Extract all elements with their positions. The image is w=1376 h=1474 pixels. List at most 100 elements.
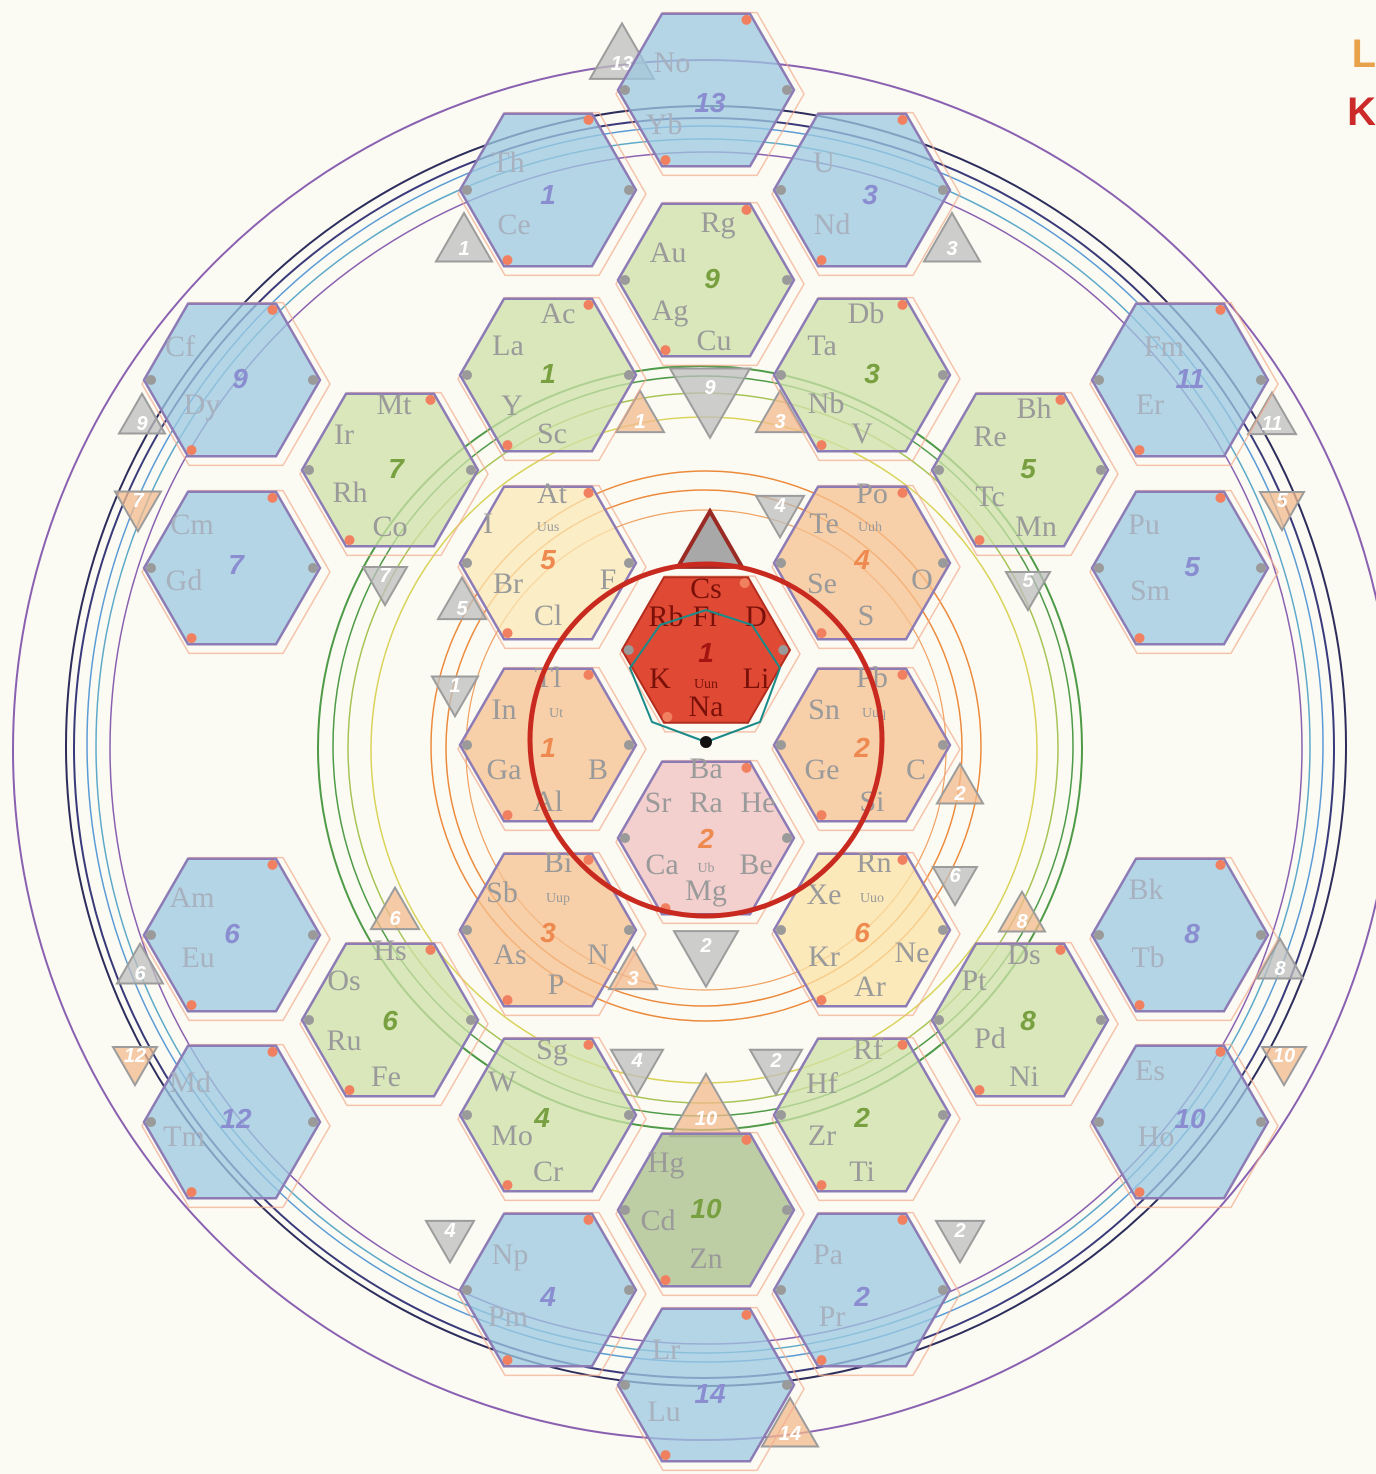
corner-dot (308, 563, 318, 573)
corner-dot (583, 1215, 593, 1225)
corner-dot (503, 1355, 513, 1365)
element-symbol: Zn (689, 1242, 722, 1275)
corner-dot (661, 1450, 671, 1460)
hexagon-number: 2 (853, 1281, 870, 1312)
hexagon-number: 2 (853, 1102, 870, 1133)
element-symbol: Ds (1007, 938, 1040, 971)
corner-dot (817, 995, 827, 1005)
element-symbol: No (654, 46, 691, 79)
marker-triangle-t4f: 4 (426, 1220, 474, 1262)
element-symbol: Tc (975, 480, 1005, 513)
hexagon-f13: NoYb13 (616, 13, 804, 176)
corner-dot (1094, 1117, 1104, 1127)
triangle-label: 6 (949, 865, 961, 887)
triangle-label: 5 (1022, 570, 1034, 592)
element-symbol: Bh (1016, 392, 1051, 425)
triangle-label: 4 (630, 1050, 642, 1072)
corner-dot (624, 558, 634, 568)
corner-dot (897, 300, 907, 310)
element-symbol: Fm (1144, 330, 1184, 363)
hexagon-number: 5 (1020, 453, 1036, 484)
legend-l-label: L (1352, 34, 1376, 74)
corner-dot (938, 1285, 948, 1295)
element-symbol: Re (973, 420, 1006, 453)
element-symbol: Ar (854, 970, 886, 1003)
corner-dot (466, 465, 476, 475)
element-symbol: Nd (814, 208, 851, 241)
corner-dot (776, 1110, 786, 1120)
element-symbol: Kr (808, 940, 840, 973)
corner-dot (782, 1380, 792, 1390)
corner-dot (778, 645, 788, 655)
corner-dot (1256, 930, 1266, 940)
element-symbol: Fr (693, 600, 720, 633)
hexagon-number: 10 (690, 1193, 722, 1224)
element-symbol: Y (501, 389, 523, 422)
corner-dot (1094, 375, 1104, 385)
hexagon-d1: AcLaYSc1 (458, 297, 646, 460)
triangle-label: 8 (1274, 958, 1286, 980)
corner-dot (187, 1000, 197, 1010)
element-symbol: Ce (497, 208, 530, 241)
element-symbol: Cf (165, 330, 195, 363)
corner-dot (267, 305, 277, 315)
hexagon-number: 3 (864, 358, 880, 389)
hexagon-number: 9 (232, 363, 248, 394)
corner-dot (620, 1205, 630, 1215)
corner-dot (267, 493, 277, 503)
element-symbol: La (492, 329, 524, 362)
hexagon-number: 8 (1184, 918, 1200, 949)
corner-dot (1256, 563, 1266, 573)
element-symbol: Pr (819, 1300, 846, 1333)
element-symbol: Ag (652, 294, 689, 327)
hexagon-number: 6 (382, 1005, 398, 1036)
element-symbol: Ge (805, 753, 840, 786)
element-symbol: Er (1136, 388, 1164, 421)
hexagon-f10: EsHo10 (1090, 1045, 1278, 1208)
corner-dot (1215, 493, 1225, 503)
corner-dot (503, 810, 513, 820)
corner-dot (583, 855, 593, 865)
triangle-label: 3 (946, 238, 957, 260)
element-symbol: C (906, 753, 926, 786)
triangle-label: 3 (627, 968, 638, 990)
element-symbol: Lr (652, 1333, 680, 1366)
element-symbol: Mg (685, 874, 727, 907)
triangle-label: 10 (695, 1108, 717, 1130)
corner-dot (583, 670, 593, 680)
corner-dot (897, 488, 907, 498)
triangle-label: 2 (953, 1220, 965, 1242)
element-symbol: I (483, 507, 493, 540)
element-symbol: As (493, 938, 526, 971)
element-symbol: Nb (808, 387, 845, 420)
corner-dot (897, 1040, 907, 1050)
triangle-label: 7 (379, 565, 391, 587)
corner-dot (776, 925, 786, 935)
hexagon-d9: RgAuAgCu9 (616, 203, 804, 366)
hexagon-number: 9 (704, 263, 720, 294)
hexagon-p1: TlInUtGaBAl1 (458, 661, 646, 830)
corner-dot (776, 558, 786, 568)
element-symbol: Sg (536, 1033, 568, 1066)
element-symbol: Ru (326, 1024, 361, 1057)
element-symbol: Pa (813, 1238, 843, 1271)
element-symbol: Tm (163, 1120, 205, 1153)
corner-dot (462, 740, 472, 750)
triangle-label: 1 (449, 675, 460, 697)
corner-dot (1096, 465, 1106, 475)
corner-dot (308, 1117, 318, 1127)
corner-dot (817, 810, 827, 820)
element-symbol: Ni (1009, 1060, 1039, 1093)
marker-triangle-t1p: 1 (432, 675, 478, 716)
corner-dot (938, 740, 948, 750)
element-symbol: Ca (645, 848, 678, 881)
hexagon-f8: BkTb8 (1090, 858, 1278, 1021)
element-symbol: Rh (332, 476, 367, 509)
corner-dot (782, 275, 792, 285)
marker-triangle-t7: 7 (115, 490, 161, 531)
element-symbol: W (488, 1065, 517, 1098)
corner-dot (817, 440, 827, 450)
